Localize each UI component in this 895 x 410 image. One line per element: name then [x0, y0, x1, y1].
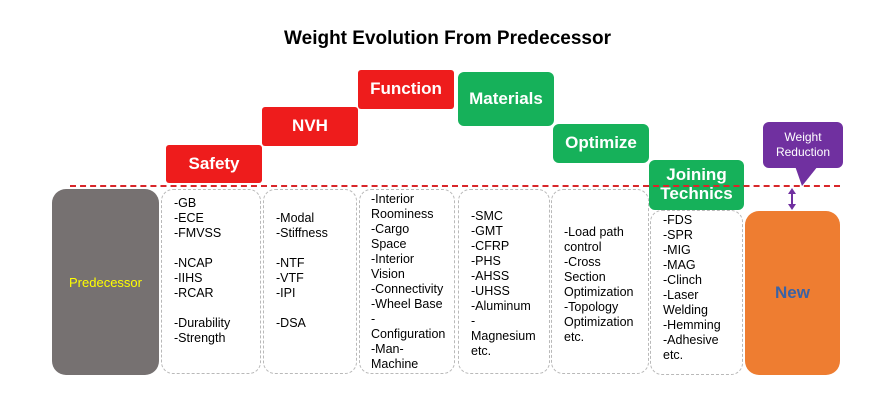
list-item: etc. — [564, 330, 585, 344]
list-item: -AHSS — [471, 269, 510, 283]
diagram-title: Weight Evolution From Predecessor — [284, 28, 611, 49]
list-item: -NCAP — [174, 256, 213, 270]
list-item: -MAG — [663, 258, 696, 272]
list-item: -Cargo — [371, 222, 410, 236]
tag-safety-label: Safety — [188, 153, 240, 173]
list-item: -VTF — [276, 271, 304, 285]
list-item: -DSA — [276, 316, 306, 330]
list-item: -Man- — [371, 342, 404, 356]
weight-reduction-line-1: Weight — [784, 130, 822, 144]
list-item: -Wheel Base — [371, 297, 443, 311]
column-safety: -GB -ECE -FMVSS -NCAP -IIHS -RCAR -Durab… — [161, 189, 261, 374]
list-item: Welding — [663, 303, 708, 317]
tag-materials: Materials — [458, 72, 554, 126]
list-item: -CFRP — [471, 239, 510, 253]
list-item: Optimization — [564, 285, 634, 299]
column-materials: -SMC -GMT -CFRP -PHS -AHSS -UHSS -Alumin… — [458, 189, 550, 374]
tag-joining-label-2: Technics — [660, 184, 733, 203]
list-item: Section — [564, 270, 606, 284]
list-item: -Clinch — [663, 273, 702, 287]
callout-pointer — [795, 166, 818, 186]
list-item: etc. — [663, 348, 684, 362]
new-box: New — [745, 211, 840, 375]
list-item: -Cross — [564, 255, 601, 269]
tag-function: Function — [358, 70, 454, 109]
list-item: -ECE — [174, 211, 204, 225]
list-item: -Durability — [174, 316, 231, 330]
list-item: Magnesium — [471, 329, 536, 343]
tag-materials-label: Materials — [469, 88, 543, 108]
tag-optimize: Optimize — [553, 124, 649, 163]
list-item: Roominess — [371, 207, 434, 221]
column-optimize: -Load path control -Cross Section Optimi… — [551, 189, 649, 374]
list-item: - — [471, 314, 476, 328]
list-item: -PHS — [471, 254, 501, 268]
list-item: -Laser — [663, 288, 699, 302]
list-item: -Topology — [564, 300, 619, 314]
predecessor-weight-line — [70, 185, 840, 187]
tag-safety: Safety — [166, 145, 262, 183]
list-item: -GB — [174, 196, 197, 210]
tag-optimize-label: Optimize — [565, 133, 637, 153]
list-item: -Load path — [564, 225, 624, 239]
list-item: Configuration — [371, 327, 446, 341]
list-item: -Aluminum — [471, 299, 531, 313]
list-item: -UHSS — [471, 284, 510, 298]
column-joining-technics: -FDS -SPR -MIG -MAG -Clinch -Laser Weldi… — [650, 210, 743, 375]
tag-function-label: Function — [370, 79, 442, 99]
list-item: -MIG — [663, 243, 691, 257]
predecessor-label: Predecessor — [69, 274, 142, 290]
list-item: Vision — [371, 267, 405, 281]
list-item: -IIHS — [174, 271, 203, 285]
list-item: -RCAR — [174, 286, 214, 300]
tag-joining-label-1: Joining — [666, 165, 727, 185]
list-item: -Interior — [371, 192, 415, 206]
list-item: -FDS — [663, 213, 693, 227]
list-item: - — [371, 312, 376, 326]
list-item: Machine — [371, 357, 419, 371]
list-item: Optimization — [564, 315, 634, 329]
column-function: -Interior Roominess -Cargo Space -Interi… — [359, 189, 455, 374]
list-item: -Interior — [371, 252, 415, 266]
list-item: -Modal — [276, 211, 315, 225]
list-item: -Stiffness — [276, 226, 328, 240]
tag-nvh: NVH — [262, 107, 358, 146]
predecessor-box: Predecessor — [52, 189, 159, 375]
new-label: New — [775, 283, 810, 302]
list-item: -GMT — [471, 224, 503, 238]
list-item: -IPI — [276, 286, 296, 300]
list-item: -Strength — [174, 331, 226, 345]
list-item: -SMC — [471, 209, 503, 223]
weight-reduction-arrow — [788, 188, 796, 210]
list-item: -NTF — [276, 256, 305, 270]
list-item: control — [564, 240, 602, 254]
list-item: -Connectivity — [371, 282, 444, 296]
list-item: etc. — [471, 344, 492, 358]
list-item: -Adhesive — [663, 333, 719, 347]
weight-reduction-callout: Weight Reduction — [763, 122, 843, 168]
weight-reduction-line-2: Reduction — [775, 145, 831, 159]
list-item: -FMVSS — [174, 226, 222, 240]
column-nvh: -Modal -Stiffness -NTF -VTF -IPI -DSA — [263, 189, 357, 374]
list-item: Space — [371, 237, 407, 251]
list-item: -Hemming — [663, 318, 721, 332]
list-item: -SPR — [663, 228, 693, 242]
tag-nvh-label: NVH — [292, 116, 328, 136]
